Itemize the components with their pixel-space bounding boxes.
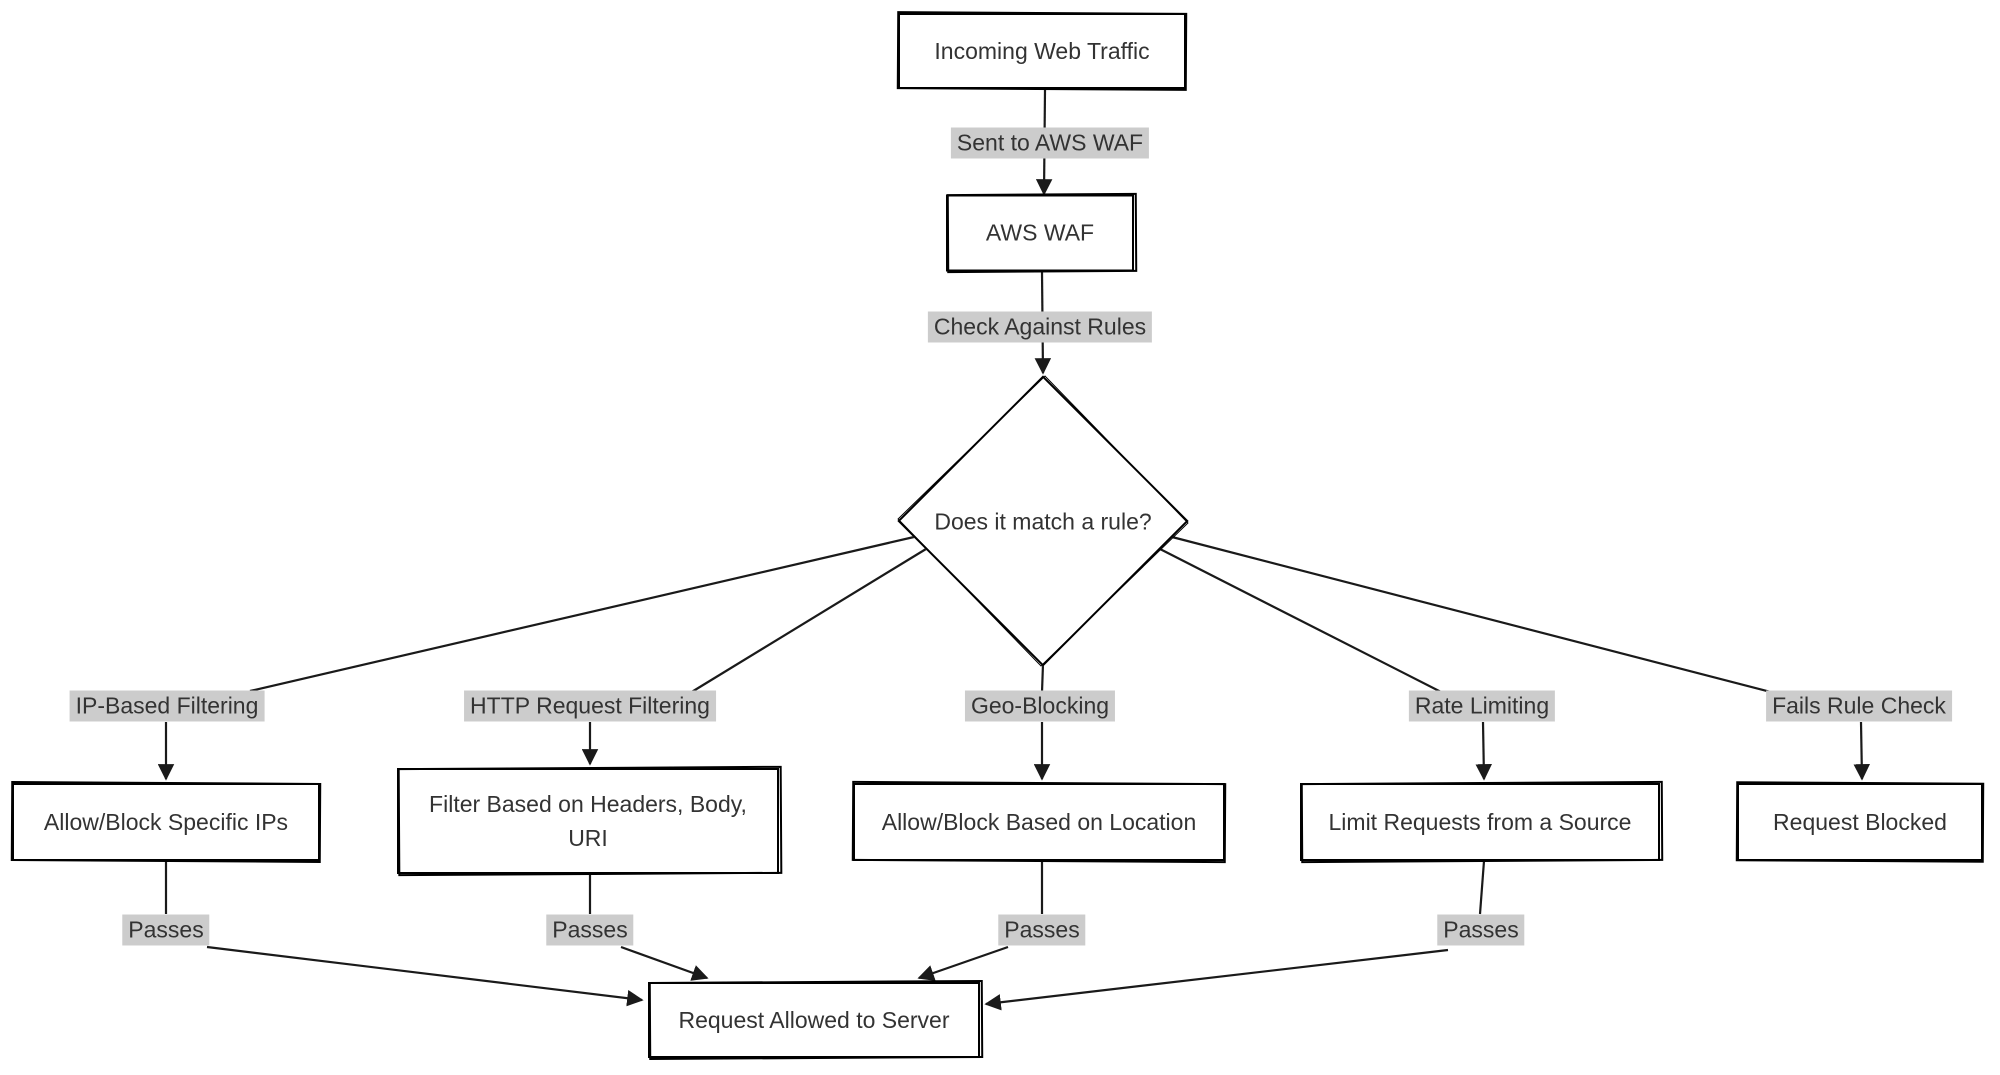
edge-passes-http-to-allowed xyxy=(620,945,709,981)
node-aws-waf: AWS WAF xyxy=(946,194,1134,272)
node-allow-block-location: Allow/Block Based on Location xyxy=(853,783,1225,861)
node-geo-action-label: Allow/Block Based on Location xyxy=(881,808,1197,835)
node-filter-headers-body-uri: Filter Based on Headers, Body, URI xyxy=(397,768,779,874)
edge-label-fails-rule-check: Fails Rule Check xyxy=(1766,690,1952,722)
edge-label-geo-blocking: Geo-Blocking xyxy=(964,690,1116,722)
node-blocked-label: Request Blocked xyxy=(1773,808,1947,835)
edge-rate-box-to-passes xyxy=(1478,860,1486,915)
node-allow-block-ips: Allow/Block Specific IPs xyxy=(12,783,320,861)
node-allowed-label: Request Allowed to Server xyxy=(678,1006,950,1033)
edge-label-ip-based-filtering: IP-Based Filtering xyxy=(69,690,265,722)
node-incoming-label: Incoming Web Traffic xyxy=(934,37,1150,64)
edge-label-passes-geo: Passes xyxy=(998,914,1086,946)
node-request-blocked: Request Blocked xyxy=(1737,783,1983,861)
edge-passes-geo-to-allowed xyxy=(917,945,1009,981)
node-http-action-label: Filter Based on Headers, Body, URI xyxy=(429,790,747,852)
node-incoming-web-traffic: Incoming Web Traffic xyxy=(898,13,1186,89)
edge-decision-to-http-label xyxy=(689,548,927,694)
node-waf-label: AWS WAF xyxy=(985,219,1095,246)
edge-decision-to-geo-label xyxy=(1040,663,1045,693)
edge-label-sent-to-aws-waf: Sent to AWS WAF xyxy=(950,127,1150,159)
edge-label-check-against-rules: Check Against Rules xyxy=(927,311,1153,343)
node-ip-action-label: Allow/Block Specific IPs xyxy=(43,808,289,835)
edge-decision-to-fails-label xyxy=(1171,535,1795,700)
edge-fails-label-to-box xyxy=(1853,721,1870,781)
node-request-allowed: Request Allowed to Server xyxy=(648,982,980,1058)
edge-decision-to-rate-label xyxy=(1159,548,1448,696)
edge-passes-ip-to-allowed xyxy=(206,945,644,1007)
edge-label-rate-limiting: Rate Limiting xyxy=(1408,690,1556,722)
node-limit-requests-source: Limit Requests from a Source xyxy=(1300,783,1660,861)
edge-label-passes-http: Passes xyxy=(546,914,634,946)
edge-label-http-request-filtering: HTTP Request Filtering xyxy=(464,690,716,722)
node-decision-label: Does it match a rule? xyxy=(934,508,1152,535)
edge-label-passes-rate: Passes xyxy=(1437,914,1525,946)
edge-decision-to-ip-label xyxy=(249,535,915,693)
edge-label-passes-ip: Passes xyxy=(122,914,210,946)
node-rate-action-label: Limit Requests from a Source xyxy=(1328,808,1632,835)
edge-rate-label-to-box xyxy=(1475,721,1492,781)
edge-passes-rate-to-allowed xyxy=(984,948,1449,1011)
